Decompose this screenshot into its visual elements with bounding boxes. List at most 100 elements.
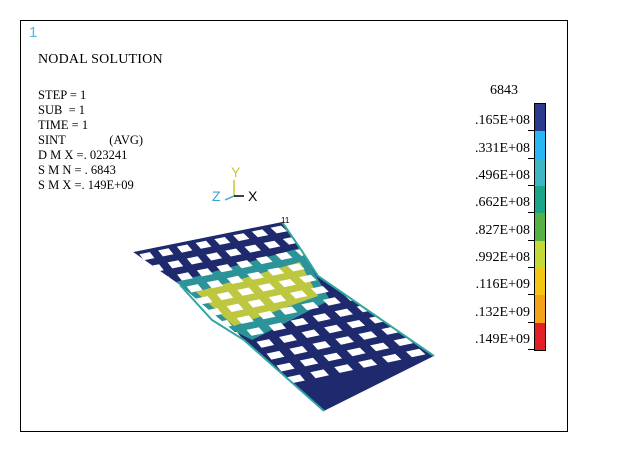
mesh-hole bbox=[214, 237, 231, 245]
dmx-label: D M X =. 023241 bbox=[38, 148, 128, 162]
mesh-hole bbox=[216, 264, 233, 273]
legend-label: .149E+09 bbox=[475, 332, 530, 347]
z-axis-label: Z bbox=[212, 188, 221, 204]
legend-min-value: 6843 bbox=[490, 83, 518, 98]
mesh-hole bbox=[290, 318, 309, 327]
legend-tick bbox=[528, 212, 534, 214]
legend-swatch bbox=[535, 295, 545, 323]
mesh-hole bbox=[186, 284, 203, 293]
mesh-hole bbox=[253, 367, 271, 377]
legend-label: .662E+08 bbox=[475, 195, 530, 211]
legend-tick bbox=[528, 349, 534, 350]
mesh-hole bbox=[195, 240, 212, 249]
mesh-hole bbox=[139, 252, 155, 261]
mesh-hole bbox=[276, 362, 295, 372]
x-axis-label: X bbox=[248, 188, 258, 204]
sint-label: SINT (AVG) bbox=[38, 133, 144, 147]
mesh-hole bbox=[167, 260, 184, 269]
mesh-hole bbox=[238, 384, 257, 394]
mesh-hole bbox=[287, 263, 305, 272]
legend-swatch bbox=[535, 268, 545, 296]
mesh-hole bbox=[346, 347, 366, 357]
y-axis-label: Y bbox=[231, 164, 241, 180]
smn-label: S M N = . 6843 bbox=[38, 163, 116, 177]
mesh-hole bbox=[255, 256, 273, 265]
legend-tick bbox=[528, 239, 534, 241]
mesh-hole bbox=[177, 272, 193, 281]
mesh-hole bbox=[175, 300, 192, 309]
plate-edge-left bbox=[179, 284, 325, 412]
mesh-hole bbox=[370, 342, 390, 352]
mesh-hole bbox=[323, 352, 342, 362]
z-axis-line bbox=[224, 195, 235, 201]
legend-tick bbox=[528, 267, 534, 268]
mesh-hole bbox=[279, 334, 297, 343]
mesh-hole bbox=[211, 348, 229, 358]
mesh-hole bbox=[220, 360, 238, 370]
legend-swatch bbox=[535, 186, 545, 214]
legend-label: .992E+08 bbox=[475, 250, 530, 265]
legend-label: .132E+09 bbox=[475, 304, 530, 320]
mesh-hole bbox=[184, 312, 201, 321]
mesh-hole bbox=[247, 271, 264, 280]
mesh-hole bbox=[256, 339, 275, 348]
plot-title: NODAL SOLUTION bbox=[38, 52, 163, 67]
mesh-hole bbox=[324, 324, 343, 334]
mesh-hole bbox=[186, 256, 203, 265]
legend-label: .116E+09 bbox=[475, 277, 530, 293]
legend-swatch bbox=[535, 131, 545, 159]
legend-color-bar bbox=[534, 103, 546, 351]
legend-label: .165E+08 bbox=[475, 113, 530, 129]
mesh-hole bbox=[279, 306, 298, 315]
legend-tick bbox=[528, 321, 534, 323]
smx-label: S M X =. 149E+09 bbox=[38, 178, 134, 192]
mesh-hole bbox=[246, 327, 264, 336]
mesh-hole bbox=[393, 337, 413, 346]
mesh-hole bbox=[236, 315, 254, 324]
mesh-hole bbox=[334, 364, 354, 373]
mesh-hole bbox=[196, 268, 213, 277]
legend-tick bbox=[528, 185, 534, 186]
mesh-hole bbox=[312, 313, 331, 322]
mesh-hole bbox=[206, 280, 224, 289]
mesh-hole bbox=[358, 331, 378, 340]
mesh-hole bbox=[319, 270, 338, 279]
mesh-hole bbox=[257, 283, 275, 292]
time-label: TIME = 1 bbox=[38, 118, 89, 132]
mesh-hole bbox=[225, 248, 242, 257]
mesh-hole bbox=[289, 290, 308, 299]
mesh-hole bbox=[216, 291, 234, 301]
solution-info: STEP = 1 SUB = 1 TIME = 1 SINT (AVG) D M… bbox=[38, 88, 143, 193]
mesh-hole bbox=[226, 303, 244, 312]
mesh-hole bbox=[312, 341, 331, 350]
mesh-hole bbox=[243, 355, 262, 365]
mesh-hole bbox=[237, 287, 255, 296]
mesh-hole bbox=[206, 252, 223, 261]
mesh-hole bbox=[382, 353, 402, 363]
mesh-hole bbox=[193, 324, 211, 334]
mesh-hole bbox=[322, 297, 341, 306]
mesh-hole bbox=[262, 379, 281, 389]
mesh-hole bbox=[268, 322, 287, 332]
legend-label: .827E+08 bbox=[475, 222, 530, 238]
mesh-hole bbox=[275, 252, 293, 260]
mesh-hole bbox=[346, 320, 366, 329]
mesh-hole bbox=[226, 275, 244, 284]
mesh-hole bbox=[236, 260, 253, 269]
sub-label: SUB = 1 bbox=[38, 103, 85, 117]
legend-label: .331E+08 bbox=[475, 140, 530, 156]
mesh-hole bbox=[289, 346, 308, 355]
legend-swatch bbox=[535, 322, 545, 350]
mesh-hole bbox=[266, 350, 285, 360]
mesh-hole bbox=[268, 294, 287, 304]
mesh-hole bbox=[251, 229, 269, 238]
mesh-hole bbox=[301, 329, 320, 338]
mesh-hole bbox=[299, 274, 317, 283]
mesh-hole bbox=[310, 369, 329, 379]
mesh-hole bbox=[358, 359, 378, 368]
legend-swatch bbox=[535, 158, 545, 186]
legend-tick bbox=[528, 294, 534, 296]
mesh-hole bbox=[263, 240, 281, 249]
legend-tick bbox=[528, 130, 534, 132]
